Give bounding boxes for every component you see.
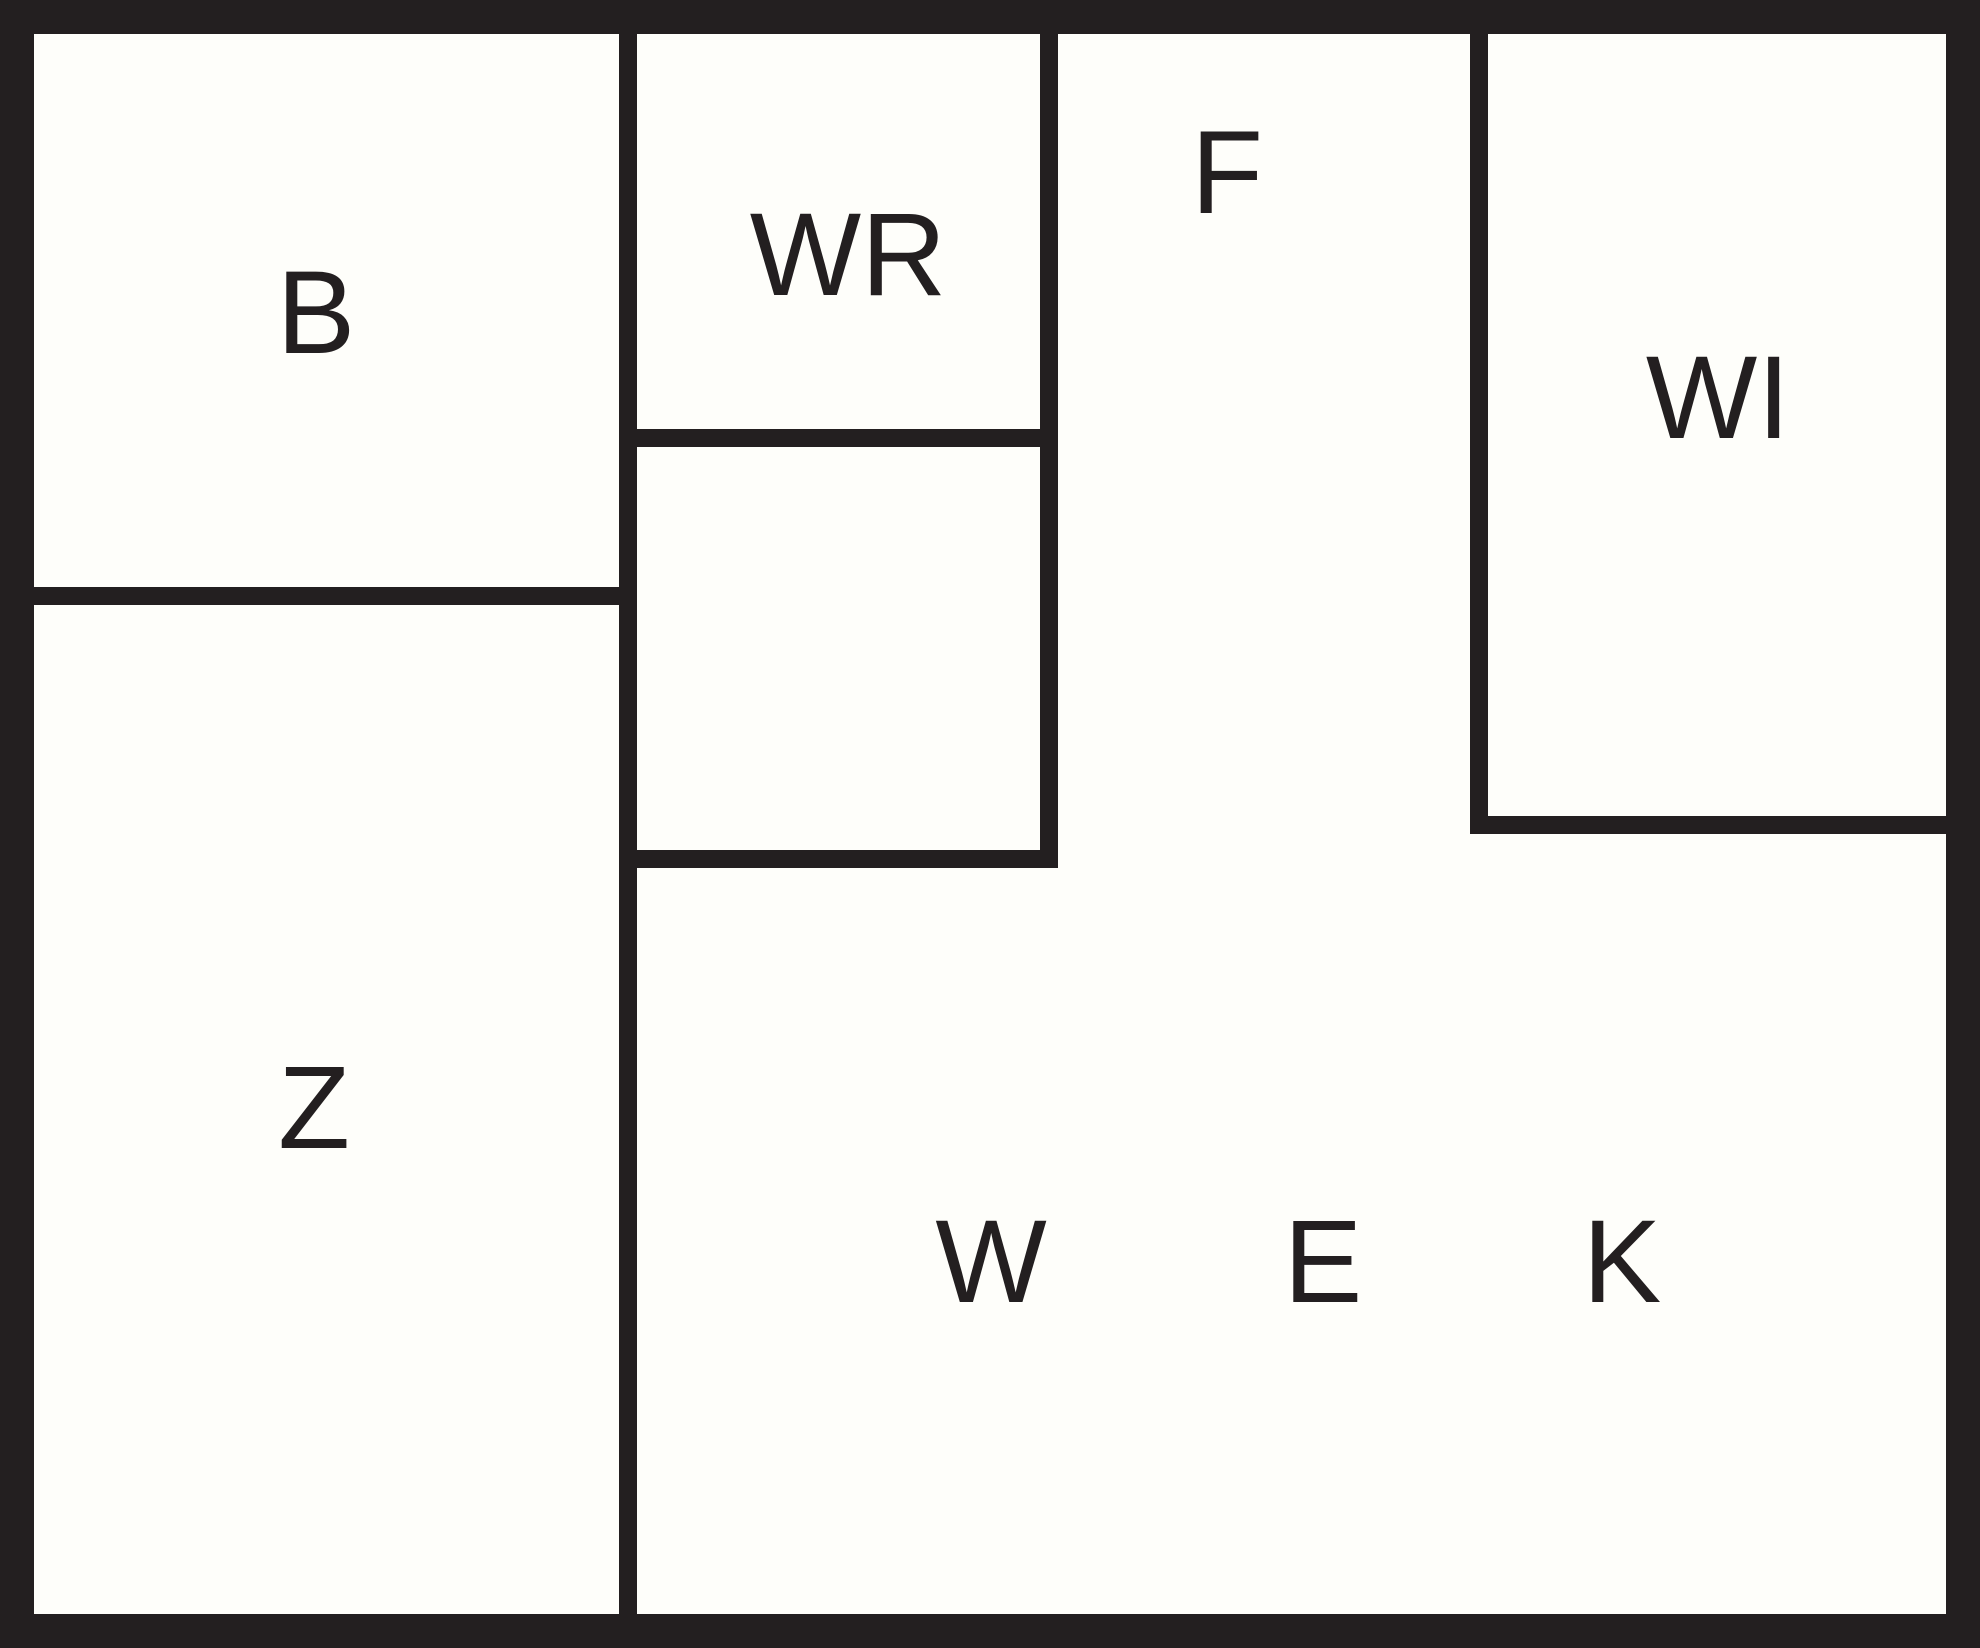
wall-wi-left: [1470, 34, 1488, 834]
wall-wr-right: [1040, 34, 1058, 868]
wall-wr-bottom: [637, 429, 1040, 447]
room-label-k: K: [1583, 1196, 1662, 1328]
wall-b-z: [34, 587, 619, 605]
room-label-e: E: [1284, 1196, 1363, 1328]
wall-wi-bottom: [1470, 816, 1946, 834]
wall-left-vertical: [619, 34, 637, 1614]
room-label-f: F: [1191, 107, 1263, 239]
room-label-wi: WI: [1646, 332, 1790, 464]
room-label-z: Z: [278, 1042, 350, 1174]
interior-walls: [34, 34, 1946, 1614]
room-label-w: W: [935, 1196, 1046, 1328]
wall-small-room-bottom: [637, 850, 1058, 868]
room-label-b: B: [277, 247, 356, 379]
room-label-wr: WR: [750, 189, 947, 321]
